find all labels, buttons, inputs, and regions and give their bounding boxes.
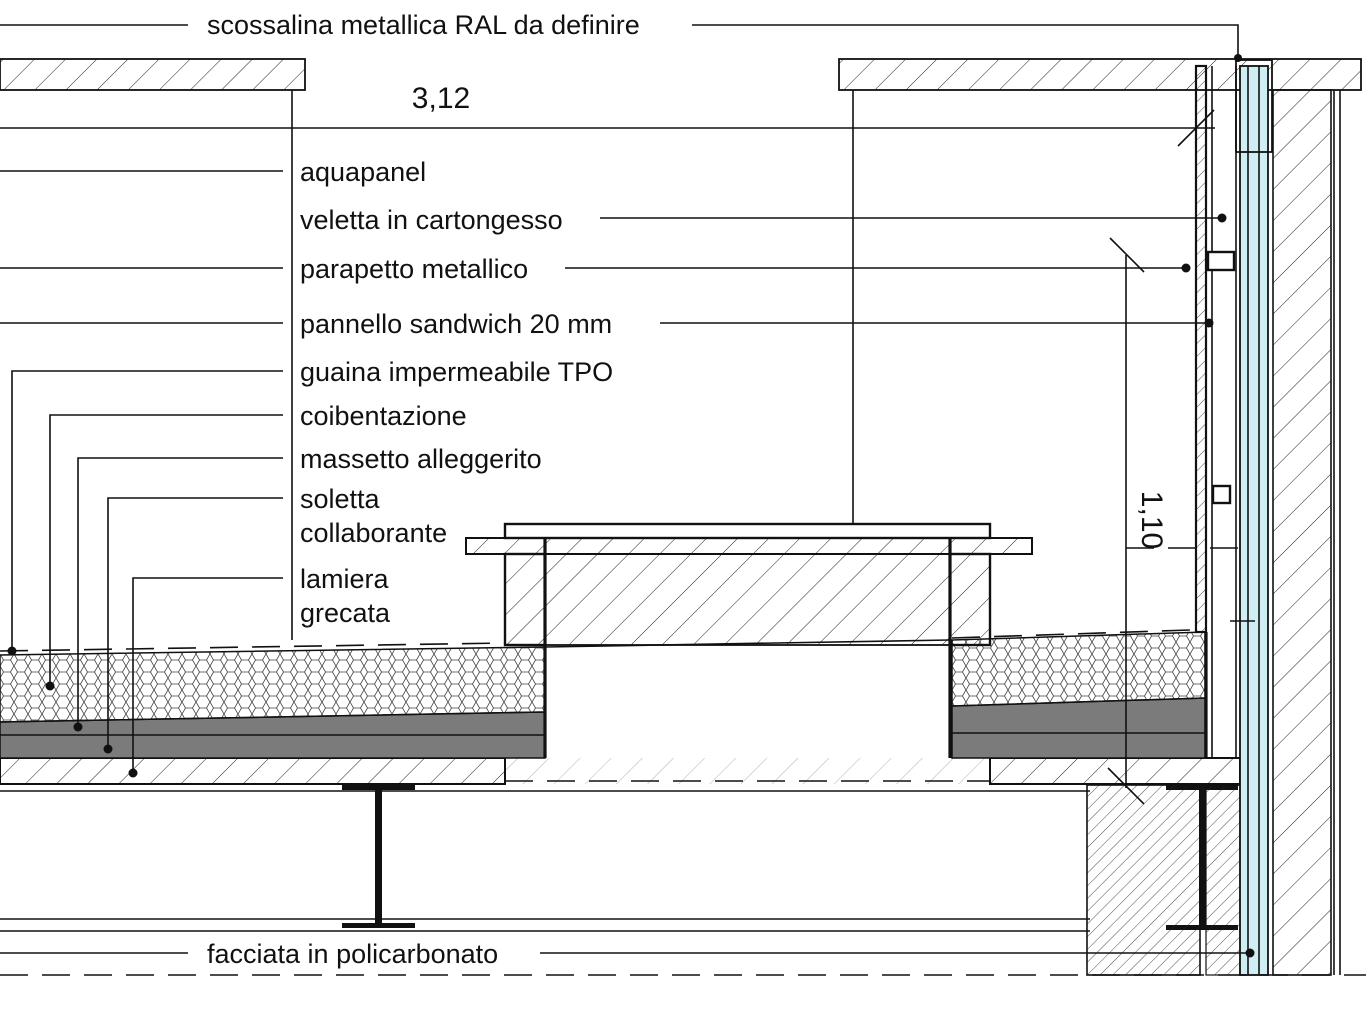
composite-slab — [0, 757, 1241, 792]
lower-profiles — [0, 918, 1090, 932]
label-deck-line2: grecata — [300, 598, 391, 628]
label-slab-line2: collaborante — [300, 518, 447, 548]
plasterboard-upstand — [1194, 64, 1255, 758]
lightweight-screed — [0, 697, 1206, 759]
label-slab-line1: soletta — [300, 484, 381, 514]
left-coping — [0, 58, 306, 640]
annotation-labels: scossalina metallica RAL da definire aqu… — [192, 6, 688, 970]
dimension-width: 3,12 — [0, 82, 1215, 147]
right-wall-column — [1086, 784, 1241, 976]
dimension-width-text: 3,12 — [412, 82, 470, 115]
skylight-upstand — [465, 522, 1033, 758]
label-flashing: scossalina metallica RAL da definire — [207, 10, 640, 40]
label-railing: parapetto metallico — [300, 254, 528, 284]
leader-lines — [0, 24, 1255, 958]
label-deck-line1: lamiera — [300, 564, 390, 594]
label-sandwich-panel: pannello sandwich 20 mm — [300, 309, 612, 339]
label-screed: massetto alleggerito — [300, 444, 542, 474]
right-coping — [838, 58, 1362, 524]
steel-i-beam-left — [342, 785, 415, 928]
label-membrane: guaina impermeabile TPO — [300, 357, 613, 387]
label-facade: facciata in policarbonato — [207, 939, 498, 969]
label-insulation: coibentazione — [300, 401, 467, 431]
steel-i-beam-right — [1166, 785, 1238, 930]
facade-wall — [1272, 89, 1341, 976]
insulation-layer — [0, 631, 1206, 723]
label-plasterboard: veletta in cartongesso — [300, 205, 563, 235]
dimension-height-text: 1,10 — [1135, 491, 1168, 549]
polycarbonate-facade — [1235, 59, 1273, 976]
dimension-height: 1,10 — [1107, 237, 1245, 805]
tpo-membrane — [0, 621, 1197, 652]
label-aquapanel: aquapanel — [300, 157, 426, 187]
